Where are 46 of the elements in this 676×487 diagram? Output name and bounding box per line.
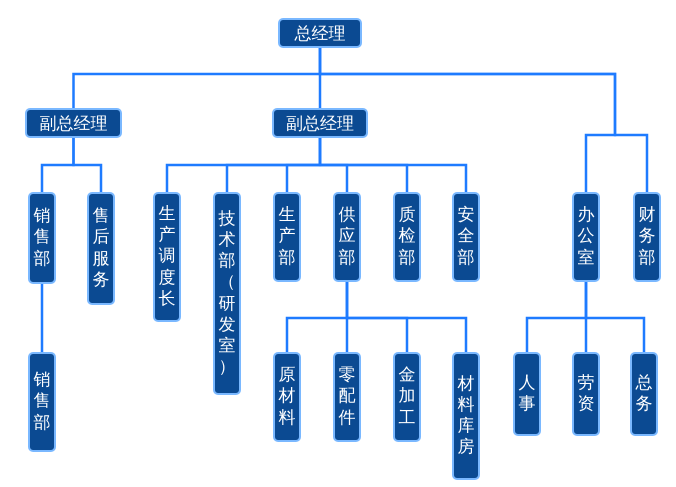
unit-name: 办公室 <box>578 205 594 269</box>
org-unit-box <box>452 192 480 282</box>
unit-name: 总经理 <box>294 22 346 44</box>
unit-name: 副总经理 <box>286 112 354 134</box>
org-unit-box <box>572 192 600 282</box>
unit-name: 售后服务 <box>92 206 110 291</box>
org-unit-box <box>633 192 661 282</box>
org-unit-box <box>25 108 122 138</box>
org-unit-box <box>572 352 600 436</box>
org-unit-box <box>393 352 421 442</box>
connector-line <box>72 138 102 192</box>
unit-name: 人事 <box>518 372 536 416</box>
org-unit-box <box>273 352 301 442</box>
unit-name: 材料库房 <box>458 374 474 458</box>
unit-name: 安全部 <box>458 205 474 269</box>
unit-name: 零配件 <box>338 365 356 429</box>
unit-name: 副总经理 <box>40 112 108 134</box>
org-unit-box <box>393 192 421 282</box>
org-unit-box <box>28 192 56 284</box>
unit-name: 原材料 <box>278 365 296 429</box>
org-unit-box <box>273 192 301 282</box>
org-unit-box <box>213 192 241 395</box>
unit-name: 总务 <box>636 372 652 416</box>
unit-name: 金加工 <box>398 365 416 429</box>
unit-name: 供应部 <box>338 205 356 269</box>
org-unit-box <box>28 352 56 452</box>
unit-name: 劳资 <box>578 372 594 416</box>
org-unit-box <box>278 18 362 48</box>
unit-name: 技术部（研发室） <box>218 208 236 378</box>
unit-name: 销售部 <box>34 370 50 434</box>
org-unit-box <box>153 192 181 322</box>
connector-line <box>346 282 468 352</box>
connector-line <box>40 284 44 352</box>
org-unit-box <box>452 352 480 480</box>
org-unit-box <box>630 352 658 436</box>
unit-name: 财务部 <box>638 205 656 269</box>
unit-name: 生产调度长 <box>158 204 176 310</box>
org-unit-box <box>333 192 361 282</box>
unit-name: 质检部 <box>398 205 416 269</box>
org-unit-box <box>513 352 541 436</box>
org-unit-box <box>87 192 115 305</box>
unit-name: 生产部 <box>278 205 296 269</box>
connector-line <box>584 282 646 352</box>
org-unit-box <box>272 108 368 138</box>
unit-name: 销售部 <box>34 206 50 270</box>
org-unit-box <box>333 352 361 442</box>
